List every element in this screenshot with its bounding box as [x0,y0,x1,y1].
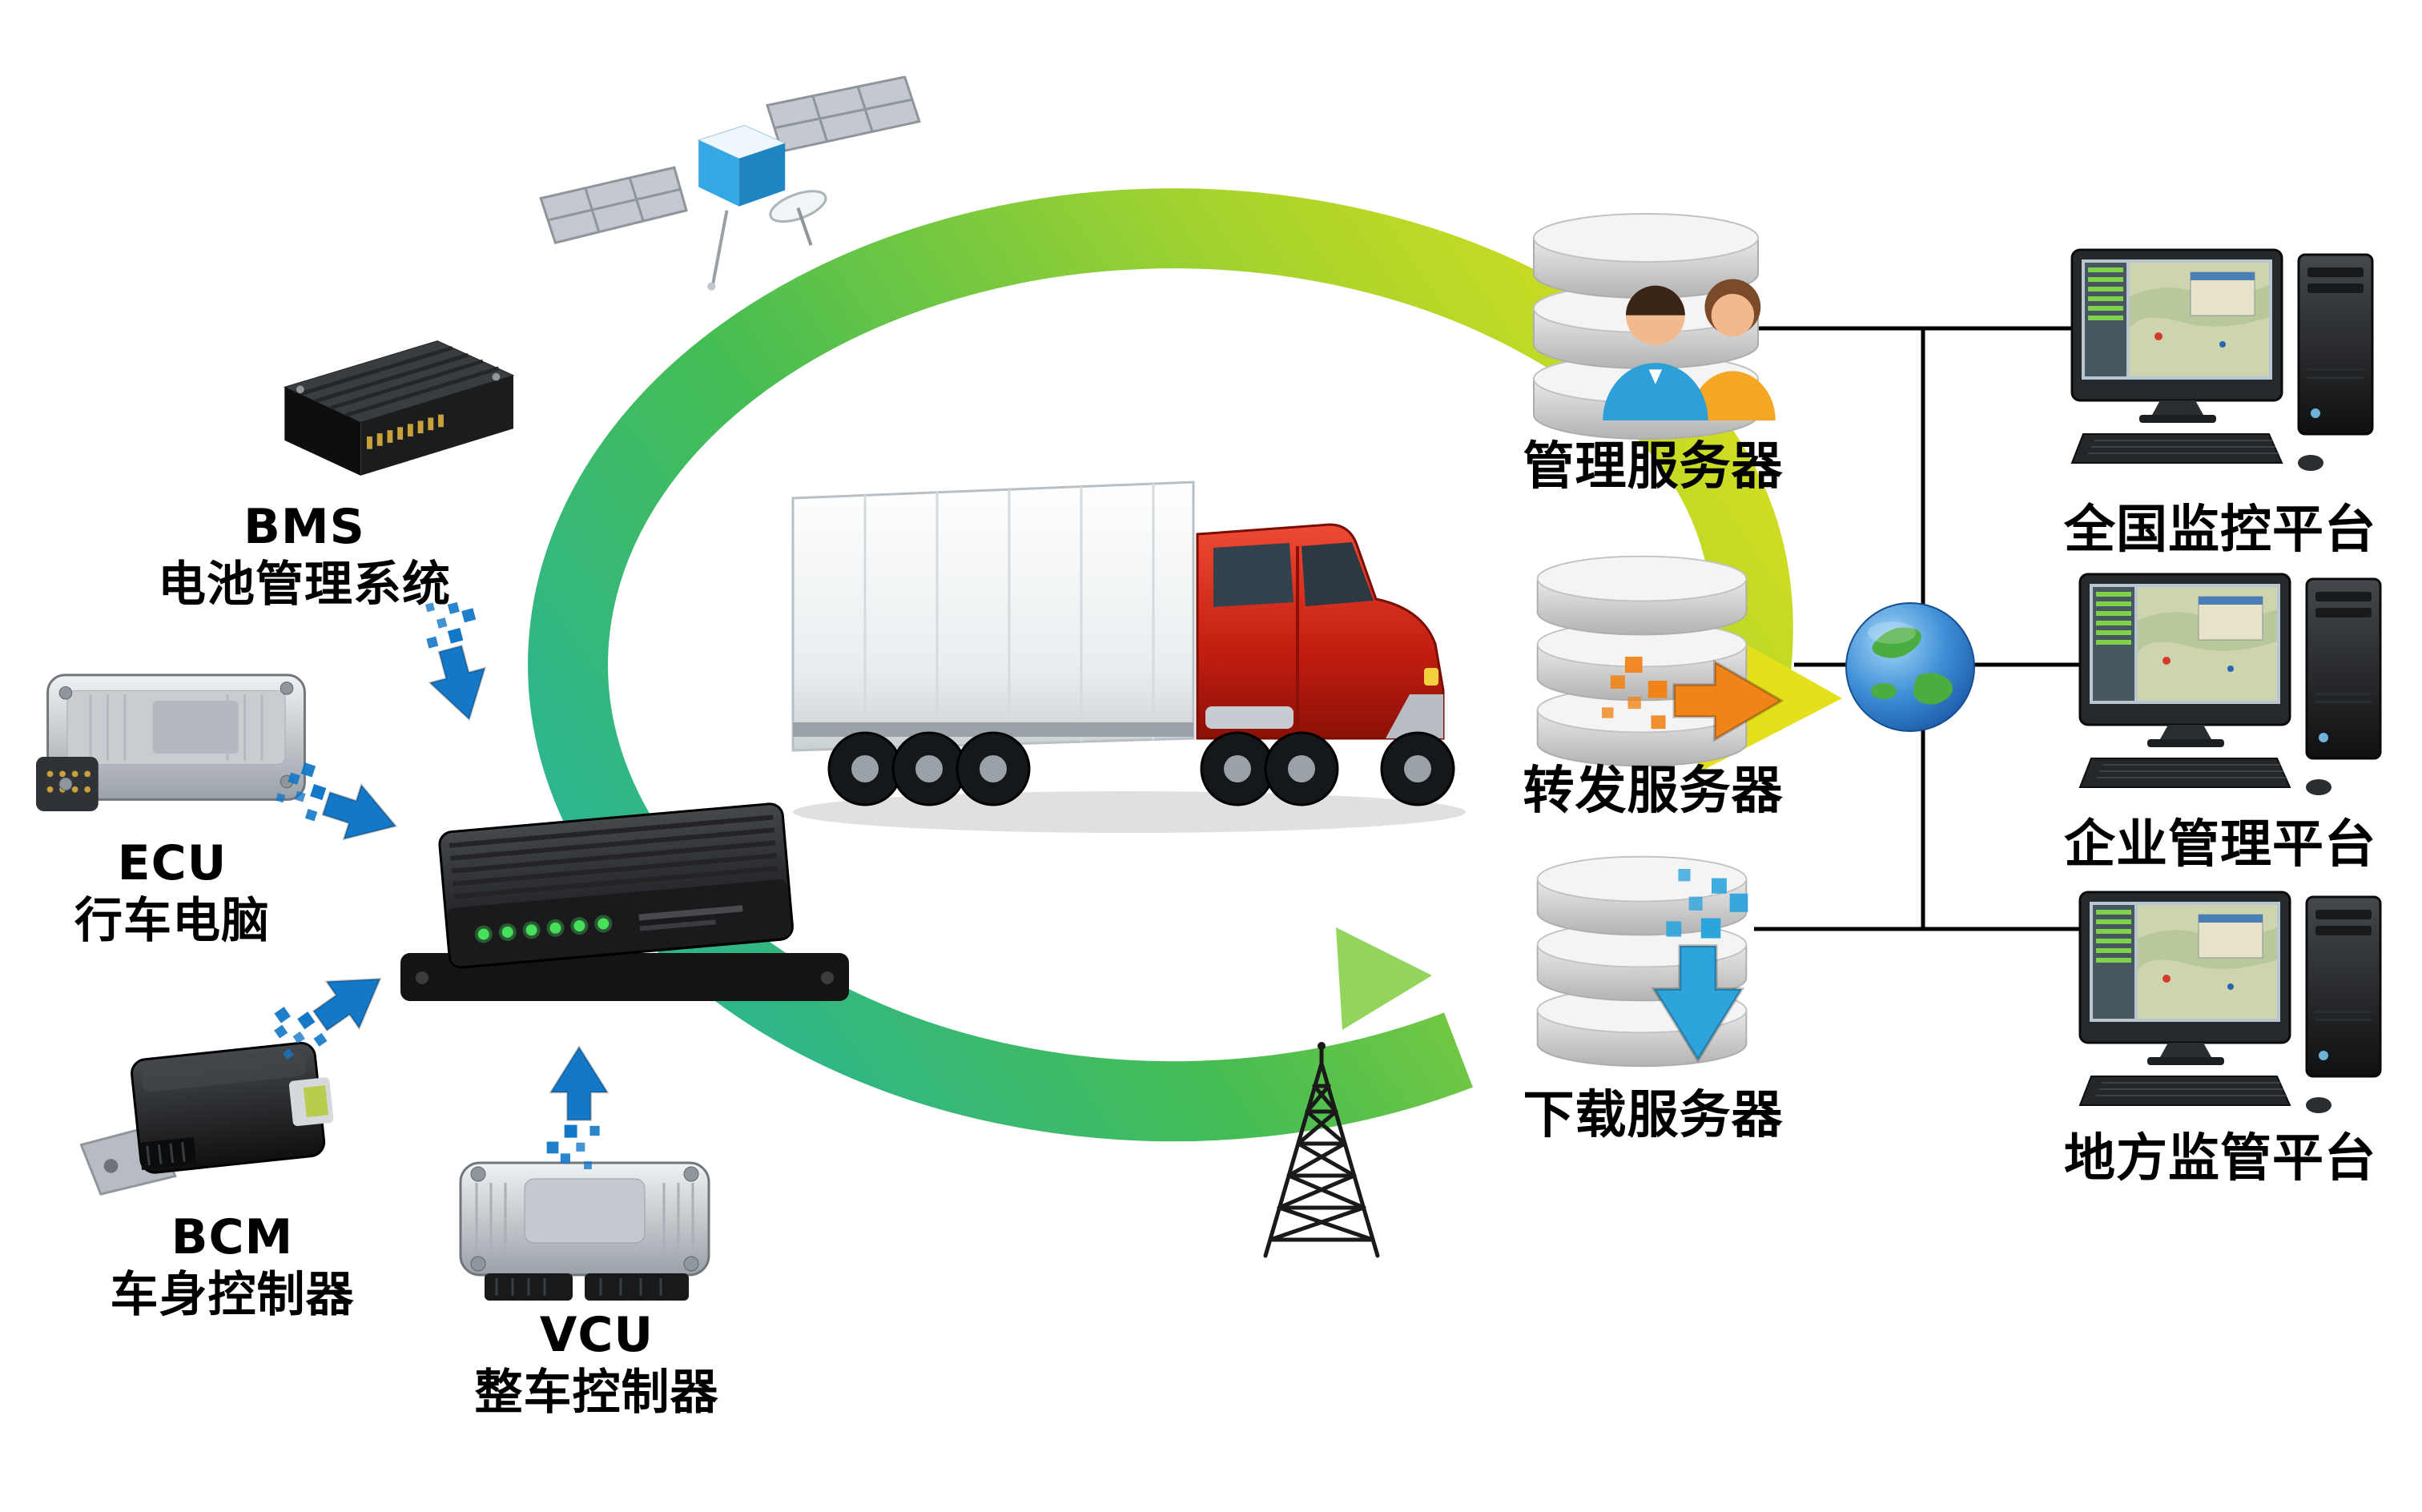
server-label-forward: 转发服务器 [1523,762,1784,821]
ecu-name: 行车电脑 [74,893,270,949]
vcu-module-icon [459,1161,710,1301]
download-arrow-icon [1630,869,1766,1069]
ecu-label: ECU 行车电脑 [0,834,344,950]
bms-name: 电池管理系统 [158,557,451,613]
workstation-local-icon [2078,891,2391,1131]
platform-label-national: 全国监控平台 [2064,501,2376,560]
users-icon [1603,279,1776,420]
vcu-label: VCU 整车控制器 [408,1306,785,1422]
ecu-abbr: ECU [117,835,227,891]
server-label-download: 下载服务器 [1523,1086,1784,1145]
forward-arrow-icon [1602,641,1790,761]
vcu-name: 整车控制器 [474,1365,719,1421]
ecu-module-icon [36,674,306,811]
bms-abbr: BMS [243,499,365,555]
telematics-box-icon [400,802,849,1001]
vcu-abbr: VCU [539,1307,654,1363]
satellite-icon [539,76,921,291]
server-label-management: 管理服务器 [1523,437,1784,497]
bms-module-icon [283,340,515,476]
data-arrow-vcu-icon [535,1041,623,1169]
bcm-abbr: BCM [171,1209,294,1265]
workstation-national-icon [2070,248,2383,489]
bms-label: BMS 电池管理系统 [96,498,513,613]
swirl-green-arrowhead-icon [1336,927,1432,1030]
platform-label-local: 地方监管平台 [2064,1129,2376,1188]
radio-tower-icon [1263,1042,1380,1258]
bcm-label: BCM 车身控制器 [24,1208,441,1324]
bcm-module-icon [80,1041,334,1196]
platform-label-enterprise: 企业管理平台 [2064,815,2376,875]
workstation-enterprise-icon [2078,573,2391,813]
bcm-name: 车身控制器 [110,1267,355,1323]
globe-icon [1845,602,1975,732]
truck-icon [791,481,1466,833]
